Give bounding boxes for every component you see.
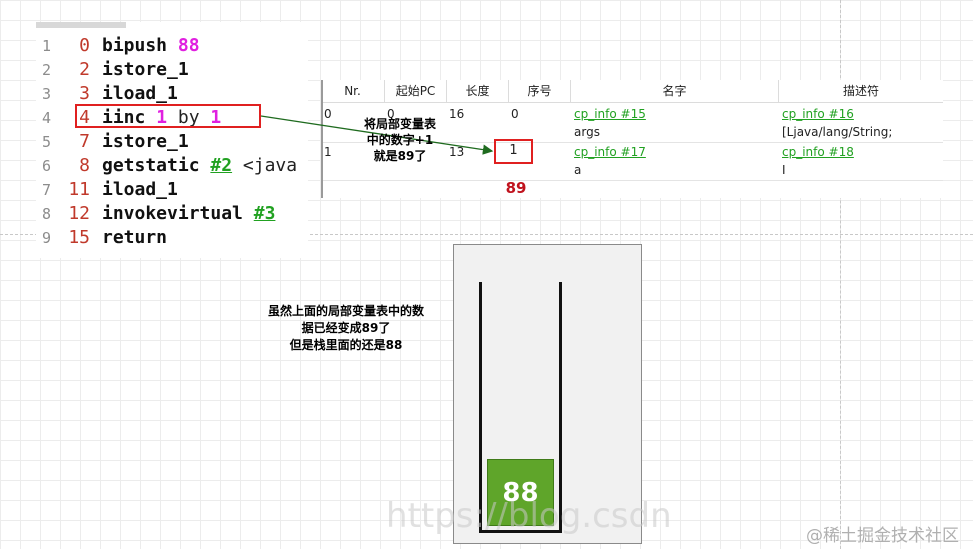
bytecode-offset: 12 [68, 203, 90, 224]
code-line: 5 7 istore_1 [36, 130, 308, 154]
local-var-value: 1 [509, 143, 518, 158]
panel-tab-bar [36, 22, 126, 28]
line-number: 8 [42, 205, 52, 223]
annotation-line: 据已经变成89了 [301, 321, 391, 335]
bytecode-offset: 2 [79, 59, 90, 80]
cp-info-link[interactable]: cp_info #17 [574, 145, 646, 159]
index-highlight-box [494, 139, 533, 164]
opcode: return [102, 227, 168, 248]
operand: 1 [156, 107, 168, 128]
line-number: 4 [42, 109, 52, 127]
table-cell: 0 [387, 107, 395, 121]
opcode: istore_1 [102, 131, 189, 152]
line-number: 9 [42, 229, 52, 247]
code-line: 9 15 return [36, 226, 308, 250]
stack-right-wall [559, 282, 562, 532]
arrow-annotation: 将局部变量表 中的数字+1 就是89了 [348, 116, 452, 164]
column-header: 序号 [509, 80, 571, 103]
table-cell: 0 [324, 107, 332, 121]
line-number: 7 [42, 181, 52, 199]
opcode: istore_1 [102, 59, 189, 80]
operand: 1 [210, 107, 222, 128]
annotation-line: 中的数字+1 [366, 133, 434, 147]
watermark: https://blog.csdn [386, 496, 672, 536]
stack-bottom [479, 530, 562, 533]
code-line: 6 8 getstatic #2 <java [36, 154, 308, 178]
row-separator [321, 142, 943, 143]
table-cell: 1 [324, 145, 332, 159]
column-header: Nr. [321, 80, 385, 103]
new-value-label: 89 [505, 179, 527, 197]
bytecode-offset: 8 [79, 155, 90, 176]
cp-info-link[interactable]: cp_info #18 [782, 145, 854, 159]
line-number: 5 [42, 133, 52, 151]
opcode: getstatic [102, 155, 200, 176]
iinc-highlight-box [75, 104, 261, 128]
code-line: 4 4 iinc 1 by 1 [36, 106, 308, 130]
code-line: 8 12 invokevirtual #3 [36, 202, 308, 226]
row-separator [321, 180, 943, 181]
column-header: 起始PC [385, 80, 447, 103]
line-number: 2 [42, 61, 52, 79]
opcode: iload_1 [102, 83, 178, 104]
bytecode-offset: 3 [79, 83, 90, 104]
guide-line [840, 0, 841, 549]
code-line: 1 0 bipush 88 [36, 34, 308, 58]
annotation-line: 虽然上面的局部变量表中的数 [267, 304, 424, 318]
cp-info-link[interactable]: cp_info #16 [782, 107, 854, 121]
bytecode-offset: 11 [68, 179, 90, 200]
guide-line [0, 234, 973, 235]
code-line: 3 3 iload_1 [36, 82, 308, 106]
operand: 88 [177, 35, 200, 56]
operand-text: <java [242, 155, 298, 176]
line-number: 6 [42, 157, 52, 175]
watermark: @稀土掘金技术社区 [806, 526, 959, 546]
bytecode-offset: 4 [79, 107, 90, 128]
table-cell: args [574, 125, 600, 139]
stack-item: 88 [487, 459, 554, 526]
table-left-border [321, 80, 323, 198]
line-number: 1 [42, 37, 52, 55]
annotation-line: 将局部变量表 [363, 117, 436, 131]
column-header: 名字 [571, 80, 779, 103]
table-cell: 0 [511, 107, 519, 121]
bytecode-offset: 0 [79, 35, 90, 56]
code-line: 2 2 istore_1 [36, 58, 308, 82]
bytecode-offset: 7 [79, 131, 90, 152]
annotation-line: 但是栈里面的还是88 [289, 338, 403, 352]
cp-info-link[interactable]: cp_info #15 [574, 107, 646, 121]
table-cell: I [782, 163, 786, 177]
constant-ref: #2 [210, 155, 233, 176]
line-number: 3 [42, 85, 52, 103]
bytecode-offset: 15 [68, 227, 90, 248]
bytecode-panel: 1 0 bipush 88 2 2 istore_1 3 3 iload_1 4… [36, 22, 308, 258]
keyword: by [177, 107, 200, 128]
annotation-line: 就是89了 [373, 149, 427, 163]
column-header: 描述符 [779, 80, 943, 103]
stack-annotation: 虽然上面的局部变量表中的数 据已经变成89了 但是栈里面的还是88 [244, 303, 448, 354]
table-cell: [Ljava/lang/String; [782, 125, 893, 139]
column-header: 长度 [447, 80, 509, 103]
constant-ref: #3 [253, 203, 276, 224]
opcode: iinc [102, 107, 146, 128]
code-line: 7 11 iload_1 [36, 178, 308, 202]
table-cell: a [574, 163, 582, 177]
opcode: invokevirtual [102, 203, 243, 224]
opcode: iload_1 [102, 179, 178, 200]
opcode: bipush [102, 35, 168, 56]
stack-left-wall [479, 282, 482, 532]
